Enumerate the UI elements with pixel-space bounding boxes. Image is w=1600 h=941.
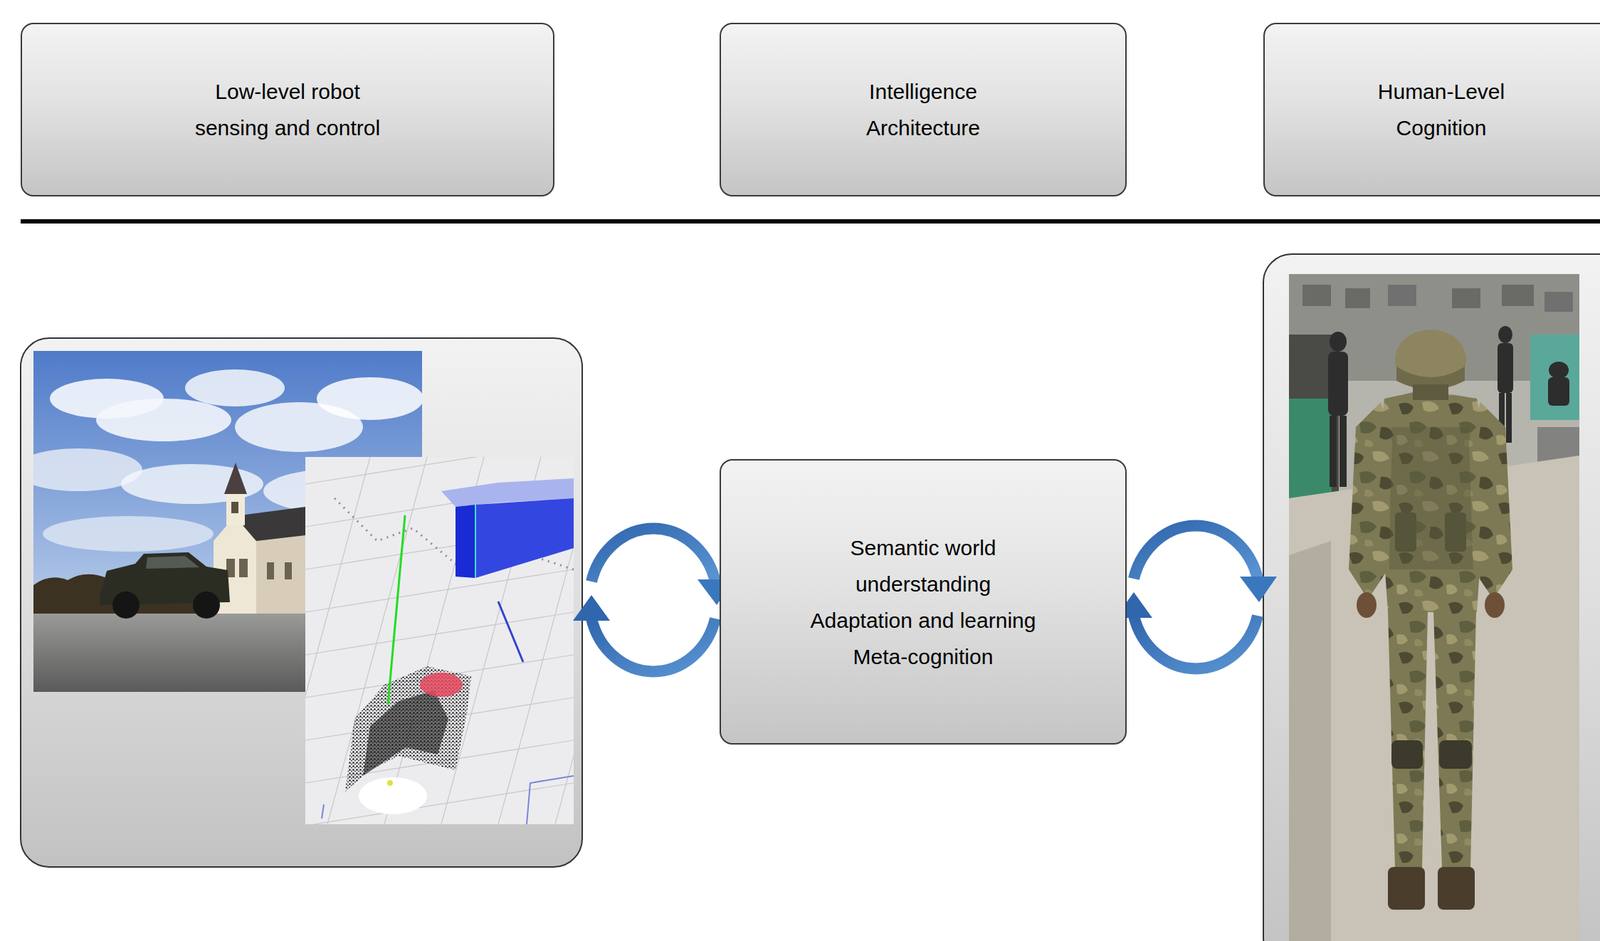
robot-photo bbox=[42, 516, 214, 552]
map-visualization bbox=[387, 515, 405, 705]
soldier-scene bbox=[1548, 377, 1570, 406]
box-label: Low-level robot sensing and control bbox=[177, 73, 398, 146]
soldier-scene bbox=[1302, 284, 1331, 307]
soldier-scene bbox=[1444, 512, 1467, 552]
map-visualization bbox=[475, 498, 574, 578]
robot-photo bbox=[284, 562, 292, 580]
soldier-scene bbox=[1389, 427, 1474, 570]
robot-photo bbox=[256, 535, 306, 614]
map-visualization bbox=[474, 504, 477, 578]
soldier-scene bbox=[1437, 866, 1475, 910]
soldier-scene bbox=[1387, 866, 1425, 910]
robot-photo bbox=[239, 558, 248, 578]
soldier-scene bbox=[1391, 740, 1423, 769]
soldier-scene bbox=[1329, 415, 1337, 487]
map-visualization bbox=[305, 569, 574, 613]
box-label: Human-Level Cognition bbox=[1355, 73, 1527, 146]
soldier-scene bbox=[1387, 610, 1428, 869]
soldier-scene bbox=[1356, 592, 1377, 618]
robot-photo bbox=[185, 369, 285, 407]
soldier-scene bbox=[1348, 402, 1393, 600]
soldier-scene bbox=[1469, 402, 1513, 600]
soldier-scene bbox=[1548, 361, 1569, 379]
soldier-scene bbox=[1544, 291, 1573, 312]
cycle-arrow bbox=[572, 528, 735, 672]
map-visualization bbox=[305, 456, 574, 825]
header-rule bbox=[20, 219, 1600, 224]
robot-photo bbox=[145, 555, 200, 569]
soldier-scene bbox=[1288, 274, 1580, 941]
box-label: Semantic world understanding bbox=[816, 529, 1030, 603]
robot-photo bbox=[234, 506, 306, 541]
cycle-arrow bbox=[591, 618, 716, 672]
robot-photo bbox=[224, 462, 247, 494]
soldier-scene bbox=[1484, 592, 1505, 618]
map-visualization bbox=[358, 777, 428, 815]
soldier-panel bbox=[1263, 254, 1600, 941]
soldier-scene bbox=[1498, 325, 1513, 344]
soldier-scene bbox=[1501, 284, 1534, 307]
map-visualization bbox=[384, 456, 484, 825]
header-box: Low-level robot sensing and control bbox=[20, 22, 555, 197]
map-visualization bbox=[345, 666, 472, 792]
soldier-scene bbox=[1288, 540, 1331, 941]
robot-panel bbox=[20, 338, 583, 867]
soldier-panel bbox=[1263, 254, 1600, 941]
map-visualization bbox=[305, 456, 574, 484]
box-label: Intelligence Architecture bbox=[830, 73, 1016, 146]
process-box: Semantic world understandingAdaptation a… bbox=[719, 459, 1127, 745]
map-visualization bbox=[526, 775, 574, 825]
map-visualization bbox=[387, 780, 393, 786]
soldier-scene bbox=[1288, 274, 1580, 941]
soldier-scene bbox=[1377, 390, 1488, 613]
map-visualization bbox=[305, 456, 574, 825]
soldier-scene bbox=[1387, 284, 1417, 307]
robot-photo bbox=[316, 377, 423, 420]
soldier-scene bbox=[1506, 392, 1512, 443]
map-visualization bbox=[362, 690, 449, 776]
soldier-scene bbox=[1395, 329, 1467, 390]
map-visualization bbox=[321, 804, 324, 819]
robot-photo bbox=[96, 398, 232, 442]
soldier-scene bbox=[1328, 351, 1349, 416]
map-visualization bbox=[455, 504, 476, 578]
soldier-scene bbox=[1339, 415, 1347, 487]
soldier-scene bbox=[1497, 343, 1514, 393]
map-visualization bbox=[498, 601, 524, 662]
cycle-arrow bbox=[591, 528, 716, 582]
box-label: Adaptation and learning bbox=[810, 602, 1037, 639]
robot-photo bbox=[231, 501, 239, 514]
robot-photo bbox=[112, 591, 140, 619]
robot-photo bbox=[226, 492, 245, 526]
soldier-scene bbox=[1345, 288, 1371, 309]
soldier-scene bbox=[1329, 331, 1347, 352]
box-label: Meta-cognition bbox=[853, 638, 994, 675]
cycle-arrow bbox=[572, 595, 610, 621]
soldier-scene bbox=[1433, 610, 1477, 869]
robot-photo bbox=[266, 562, 275, 580]
header-box: Intelligence Architecture bbox=[719, 22, 1127, 197]
map-visualization bbox=[305, 654, 574, 698]
robot-panel bbox=[20, 338, 583, 867]
soldier-scene bbox=[1451, 288, 1481, 309]
soldier-scene bbox=[1530, 334, 1580, 420]
cycle-arrow bbox=[1115, 525, 1277, 670]
map-visualization bbox=[305, 612, 574, 655]
map-visualization bbox=[305, 456, 574, 825]
map-visualization bbox=[419, 672, 463, 697]
header-box: Human-Level Cognition bbox=[1263, 22, 1600, 197]
soldier-scene bbox=[1288, 398, 1332, 499]
soldier-scene bbox=[1412, 384, 1449, 400]
soldier-scene bbox=[1395, 512, 1417, 552]
soldier-scene bbox=[1439, 740, 1472, 769]
map-visualization bbox=[327, 456, 428, 825]
robot-photo bbox=[192, 591, 220, 619]
